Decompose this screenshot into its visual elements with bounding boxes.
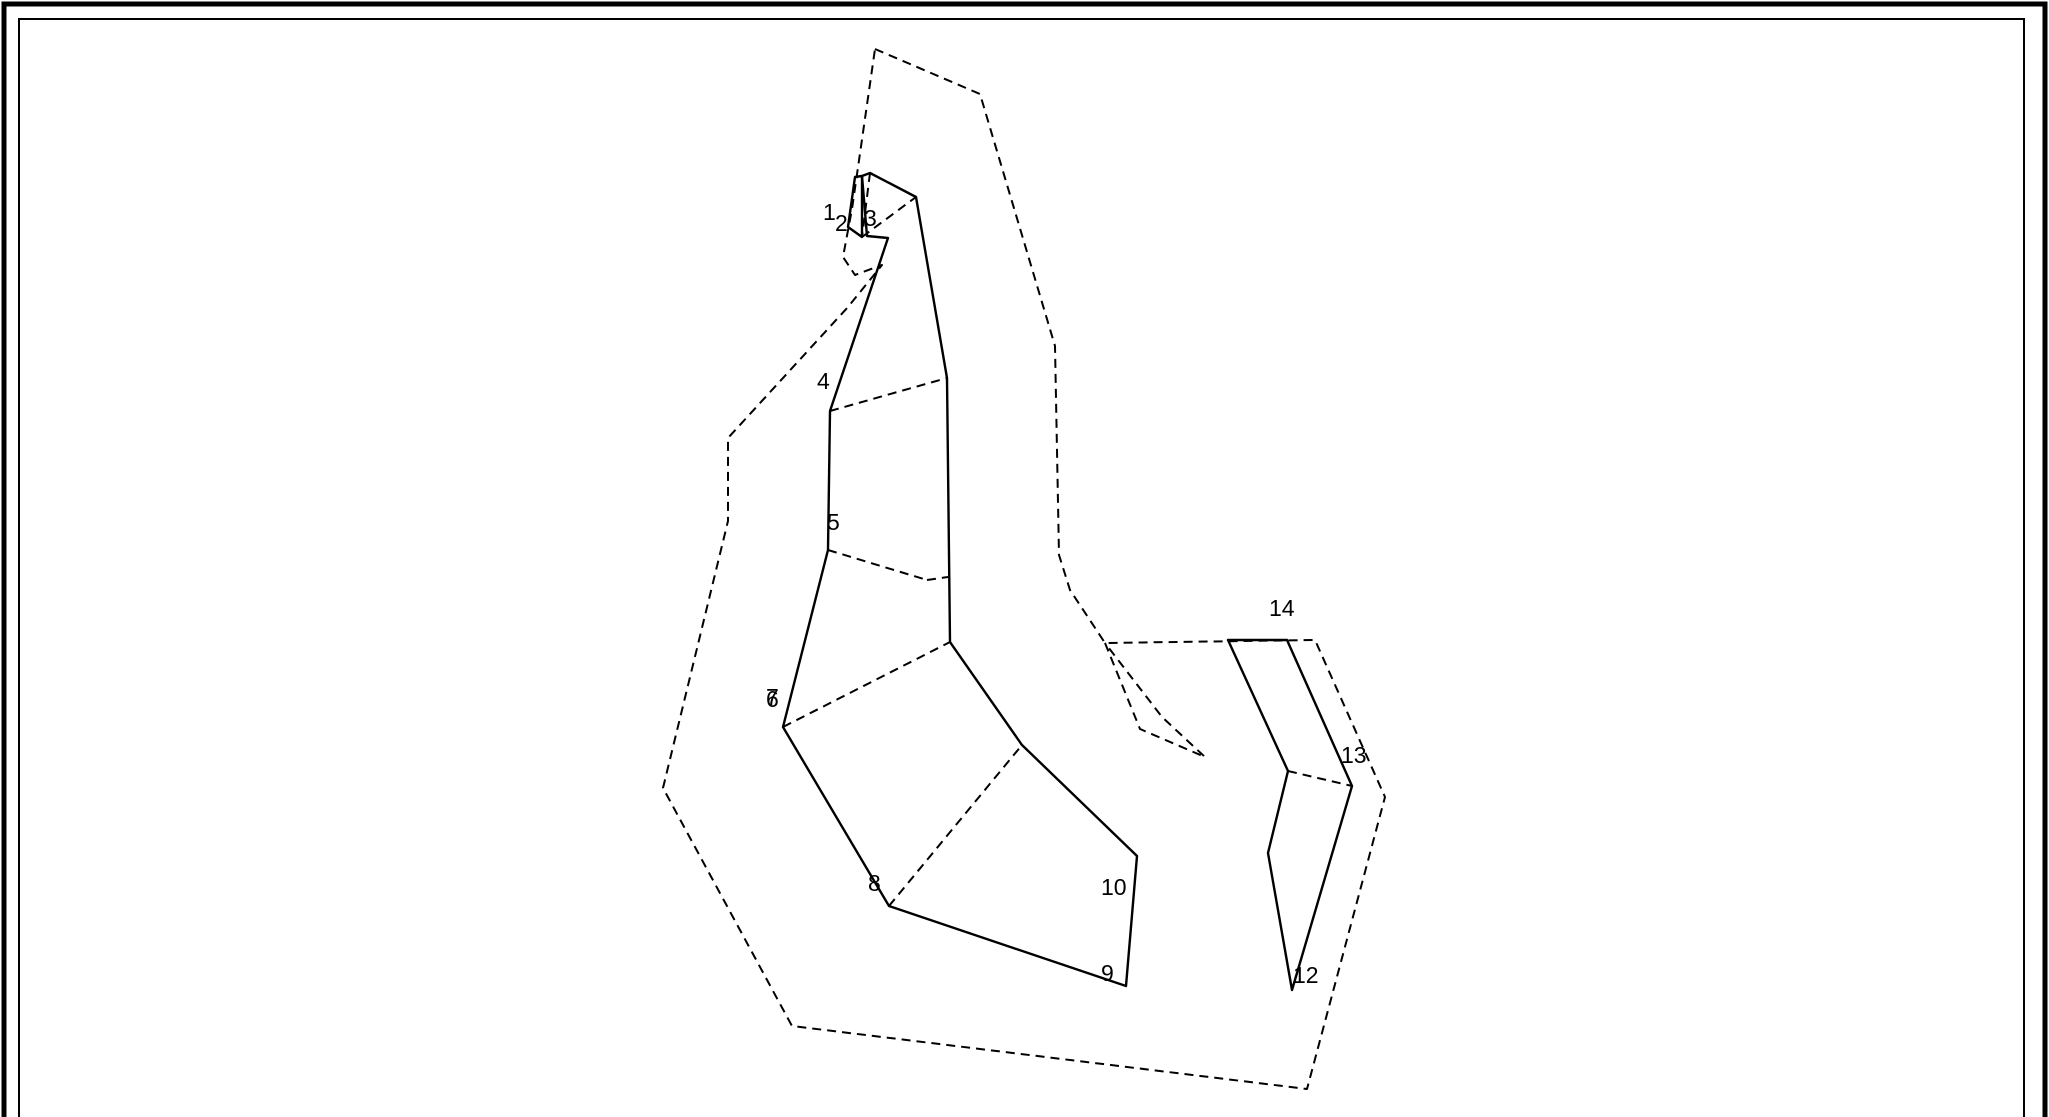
divider-5b: [926, 576, 949, 581]
divider-3: [861, 196, 917, 238]
point-label-1: 1: [823, 199, 836, 225]
point-label-5: 5: [827, 509, 840, 535]
point-label-9: 9: [1101, 960, 1114, 986]
divider-13: [1287, 770, 1353, 787]
divider-4: [829, 377, 948, 412]
point-label-4: 4: [817, 368, 830, 394]
inner-frame: [18, 18, 2025, 1117]
point-label-12: 12: [1293, 962, 1319, 988]
main-parcel-outline: [781, 171, 1139, 988]
top-small-parcel: [846, 174, 864, 239]
point-label-10: 10: [1101, 874, 1127, 900]
dashed-spur: [1104, 642, 1206, 758]
point-label-14: 14: [1269, 595, 1295, 621]
divider-1-3: [861, 172, 871, 238]
point-label-13: 13: [1341, 742, 1367, 768]
point-label-2: 2: [835, 210, 848, 236]
divider-6: [782, 641, 951, 728]
outer-dashed-boundary: [662, 48, 1386, 1090]
point-label-6: 6: [766, 686, 779, 712]
point-label-3: 3: [864, 205, 877, 231]
point-label-8: 8: [868, 870, 881, 896]
point-label-7: 7: [766, 684, 779, 710]
right-parcel-outline: [1226, 638, 1354, 992]
divider-5: [827, 549, 928, 581]
divider-8: [888, 744, 1023, 907]
